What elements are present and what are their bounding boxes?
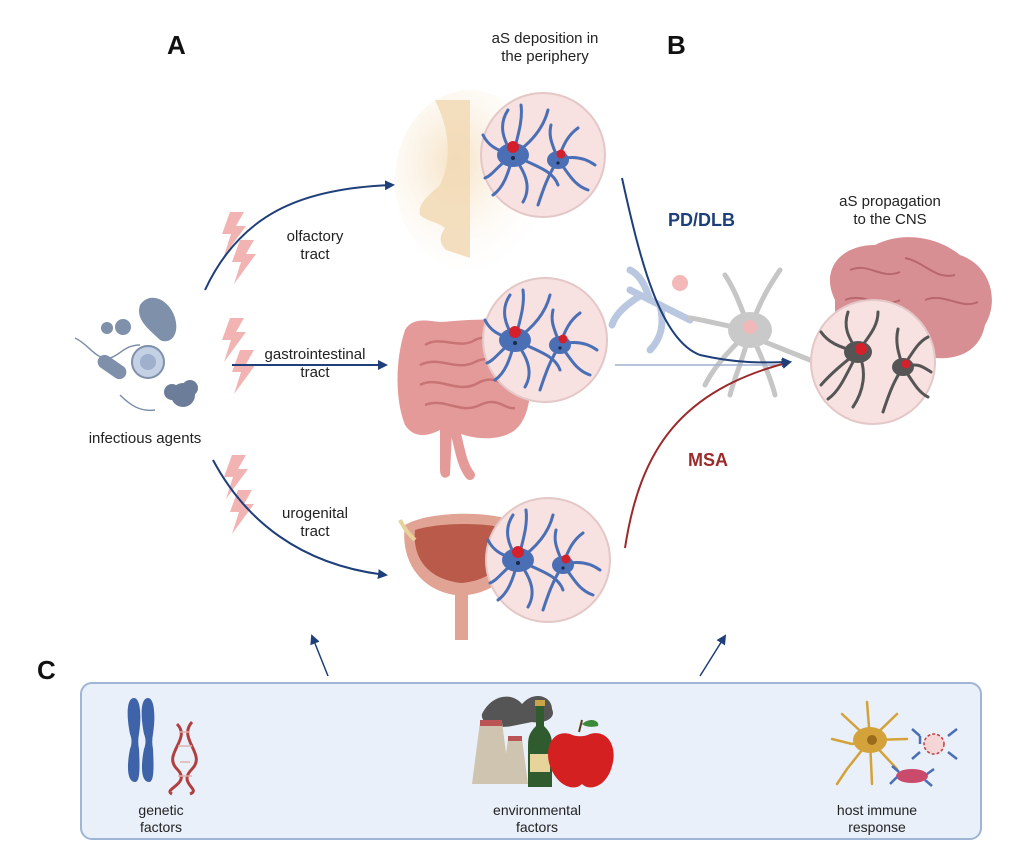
label-immune-line1: host immune [836, 802, 918, 818]
arrow-factors-right [699, 634, 727, 677]
arrow-msa-pathway [624, 359, 792, 549]
label-host-immune-response: host immune response [812, 802, 942, 836]
antibody-virus-icon [889, 728, 958, 787]
magnified-neurons-urogenital [485, 497, 611, 623]
label-olfactory-tract: olfactory tract [270, 228, 360, 264]
header-propagation-line2: to the CNS [853, 211, 927, 228]
magnified-neurons-olfactory [480, 92, 606, 218]
arrow-factors-left [310, 634, 329, 677]
arrow-olfactory [204, 180, 395, 291]
factors-box: genetic factors environmental factors ho… [80, 682, 982, 840]
magnified-neurons-cns [810, 299, 936, 425]
label-pd-dlb: PD/DLB [668, 210, 735, 230]
label-msa: MSA [688, 450, 728, 470]
panel-letter-b: B [667, 30, 686, 60]
microglia-icon [830, 700, 909, 786]
label-environmental-line1: environmental [493, 802, 581, 818]
factors-icons [127, 695, 958, 796]
label-gastro-line2: tract [300, 364, 330, 381]
header-deposition: aS deposition in the periphery [470, 30, 620, 66]
dna-icon [168, 721, 198, 796]
header-propagation: aS propagation to the CNS [820, 193, 960, 229]
central-neuron-illustration [608, 266, 818, 398]
factory-smoke-icon [472, 695, 553, 784]
apple-icon [548, 719, 614, 788]
label-infectious-agents: infectious agents [88, 430, 202, 447]
label-olfactory-line2: tract [300, 246, 330, 263]
panel-letter-a: A [167, 30, 186, 60]
label-immune-line2: response [848, 819, 906, 835]
arrow-urogenital [212, 459, 388, 580]
label-urogenital-tract: urogenital tract [265, 505, 365, 541]
label-gastrointestinal-tract: gastrointestinal tract [245, 346, 385, 382]
magnified-neurons-gut [482, 277, 608, 403]
label-genetic-line2: factors [139, 819, 182, 835]
chromosome-icon [127, 698, 155, 782]
infectious-agents-illustration [74, 297, 198, 412]
wine-bottle-icon [528, 700, 552, 787]
label-urogenital-line2: tract [300, 523, 330, 540]
label-genetic-factors: genetic factors [102, 802, 220, 836]
header-deposition-line1: aS deposition in [491, 30, 599, 47]
label-environmental-line2: factors [515, 819, 558, 835]
header-propagation-line1: aS propagation [839, 193, 941, 210]
label-urogenital-line1: urogenital [282, 505, 348, 522]
label-gastro-line1: gastrointestinal [264, 346, 366, 363]
header-deposition-line2: the periphery [501, 48, 589, 65]
label-environmental-factors: environmental factors [462, 802, 612, 836]
label-genetic-line1: genetic [138, 802, 184, 818]
arrow-pd-dlb-pathway [621, 177, 792, 368]
label-olfactory-line1: olfactory [286, 228, 344, 245]
panel-letter-c: C [37, 655, 56, 685]
